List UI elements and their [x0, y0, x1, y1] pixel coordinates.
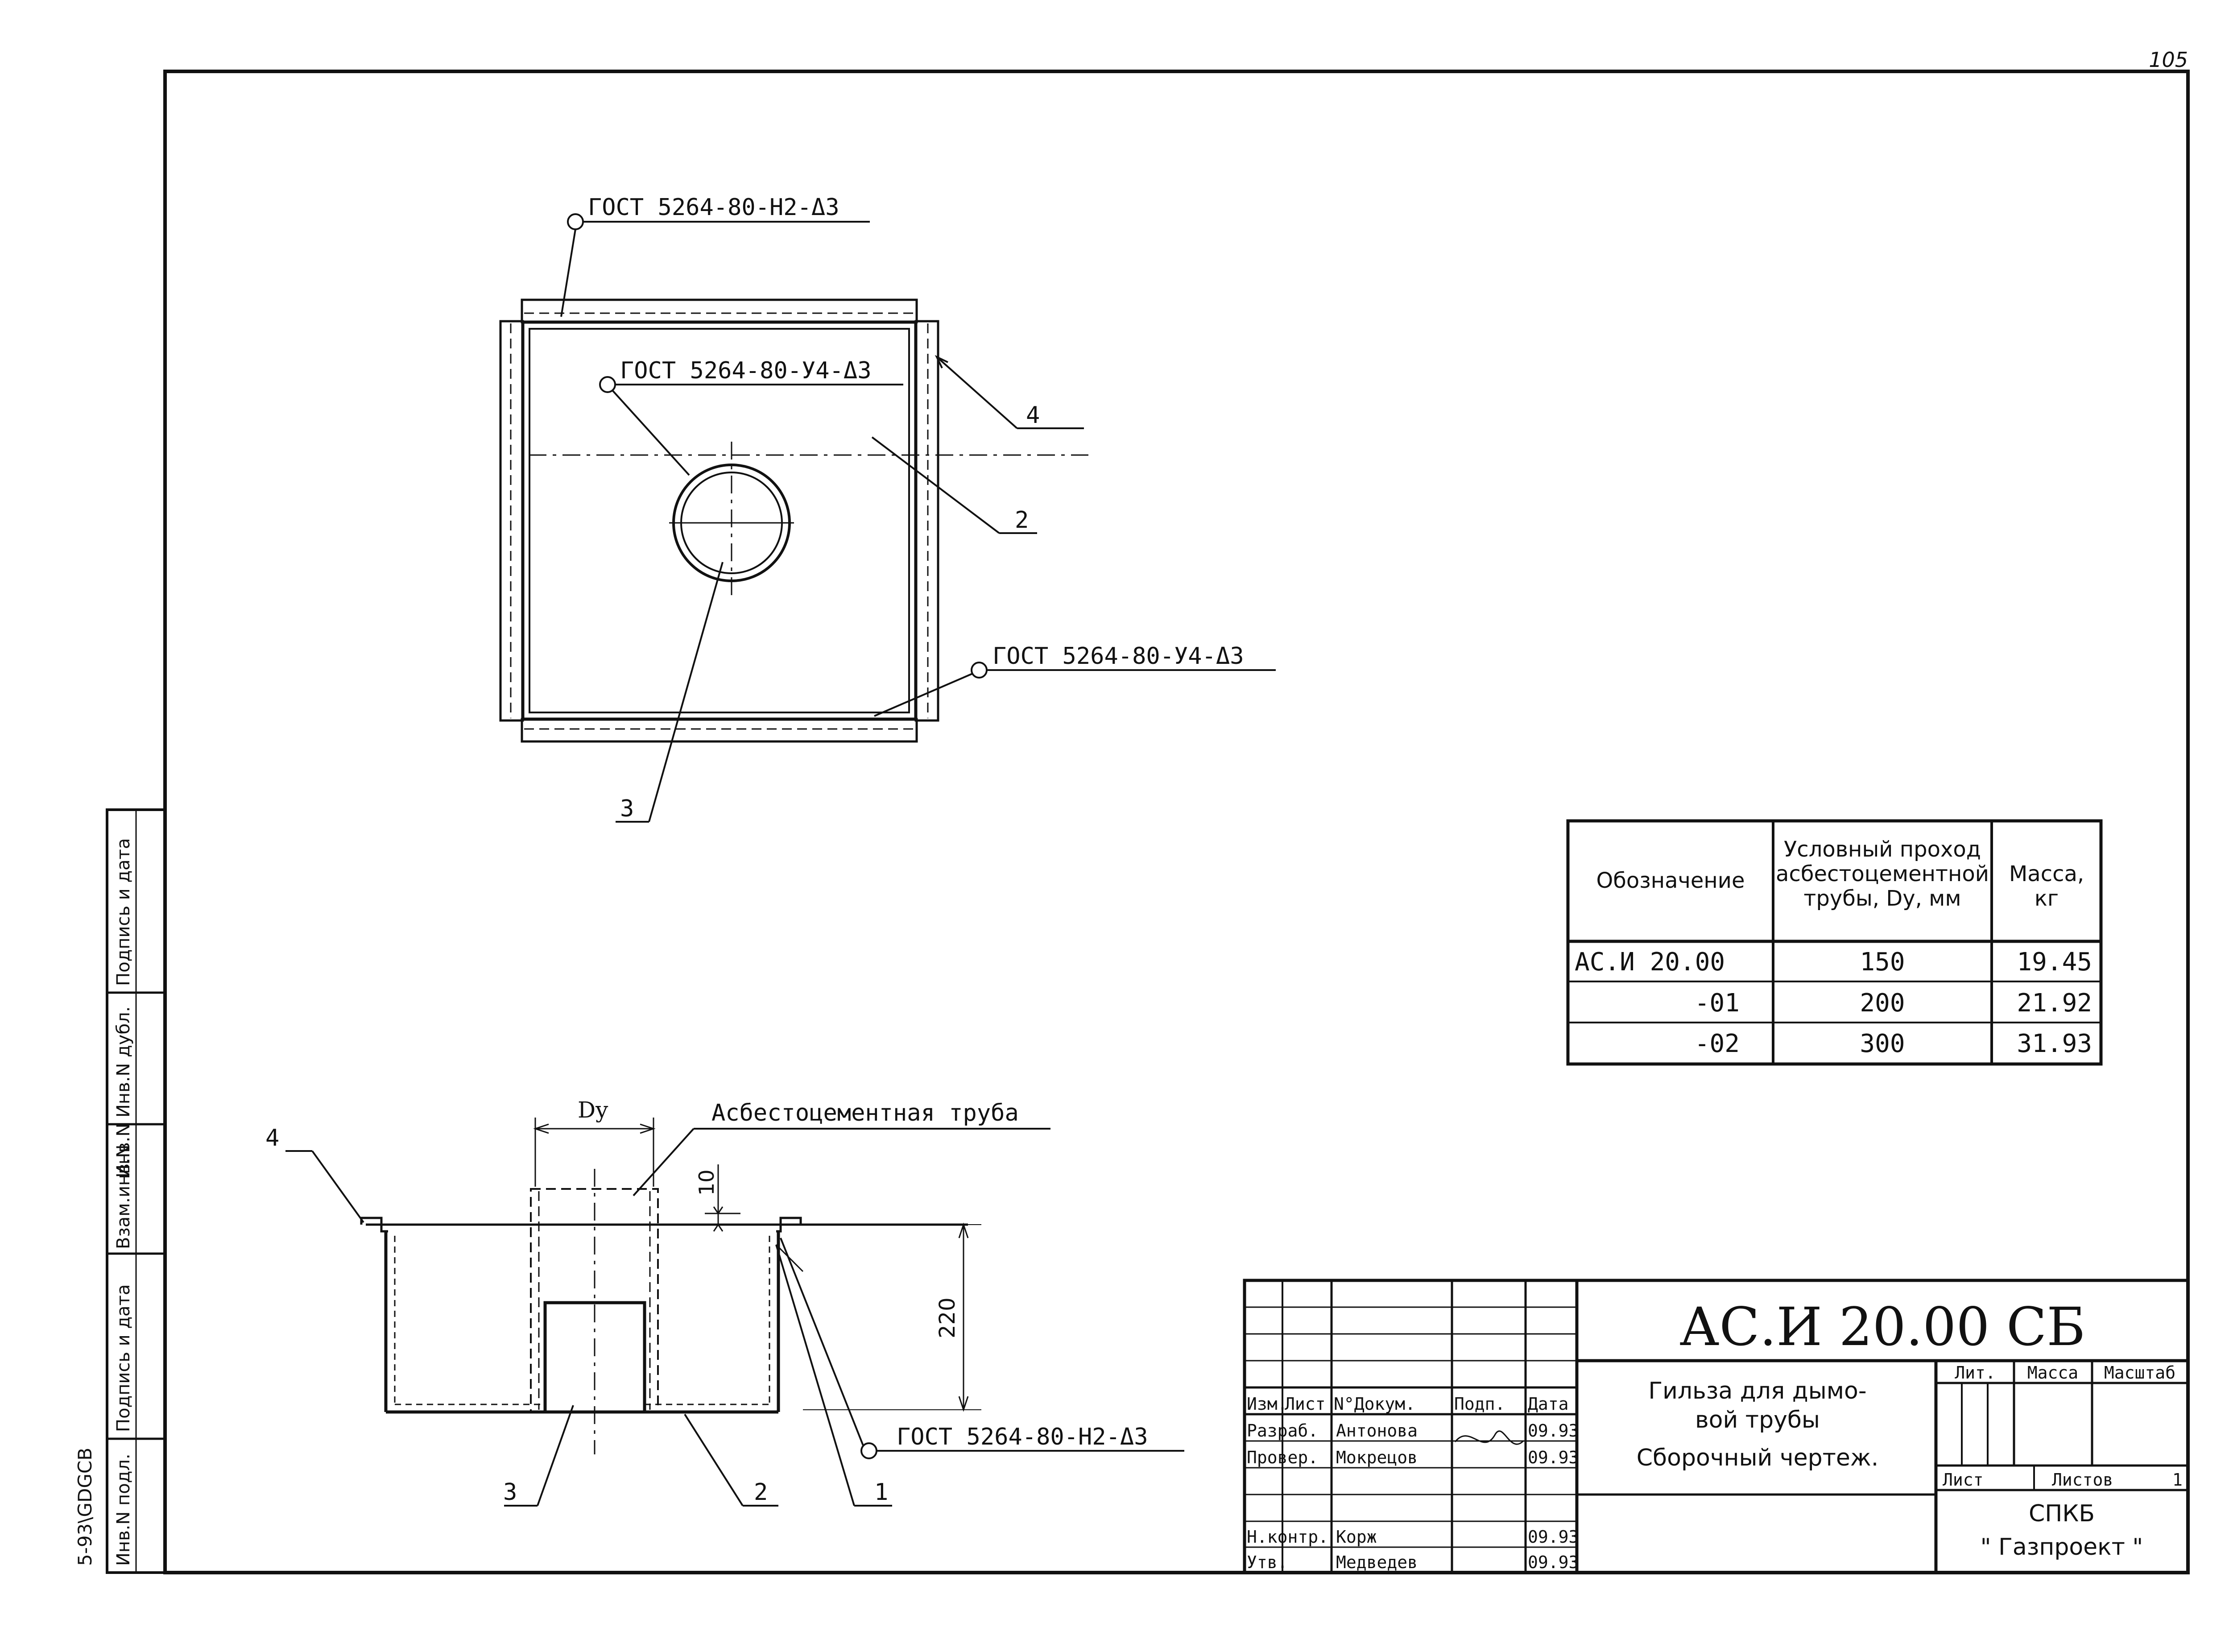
col-label-ndoc: N°Докум.	[1334, 1394, 1415, 1414]
plan-view	[499, 213, 1276, 823]
weld-note-top: ГОСТ 5264-80-Н2-Δ3	[588, 194, 839, 221]
table-header-nominal-3: трубы, Dy, мм	[1803, 886, 1961, 911]
stamp-inv-n: Инв.N	[113, 1123, 134, 1178]
date-utv: 09.93	[1528, 1553, 1579, 1572]
position-4-section: 4	[265, 1125, 279, 1151]
stamp-signature-date-2: Подпись и дата	[113, 1284, 134, 1432]
position-2-plan: 2	[1015, 507, 1029, 534]
position-1-section: 1	[874, 1479, 888, 1506]
mass-label: Масса	[2027, 1363, 2078, 1383]
table-row-mass: 31.93	[2017, 1029, 2092, 1058]
dim-220: 220	[935, 1297, 960, 1338]
position-2-section: 2	[754, 1479, 768, 1506]
position-4-plan: 4	[1026, 402, 1040, 429]
lit-label: Лит.	[1955, 1363, 1996, 1383]
table-row-nominal: 300	[1860, 1029, 1905, 1058]
organization-line-1: СПКБ	[2029, 1500, 2095, 1527]
sheets-value: 1	[2172, 1470, 2183, 1490]
title-line-3: Сборочный чертеж.	[1637, 1445, 1879, 1471]
table-row-designation: -01	[1695, 989, 1740, 1018]
section-view	[285, 1118, 1184, 1507]
title-line-2: вой трубы	[1695, 1407, 1820, 1433]
role-utv: Утв.	[1247, 1553, 1288, 1572]
table-header-nominal-2: асбестоцементной	[1776, 861, 1989, 886]
col-label-podp: Подп.	[1454, 1394, 1505, 1414]
table-header-mass-2: кг	[2035, 886, 2059, 911]
role-razrab: Разраб.	[1247, 1421, 1318, 1441]
side-stamp: Подпись и дата Инв.N дубл. Инв.N Взам.ин…	[74, 808, 166, 1574]
table-header-nominal-1: Условный проход	[1784, 837, 1981, 862]
stamp-inv-podl: Инв.N подл.	[113, 1453, 134, 1566]
date-razrab: 09.93	[1528, 1421, 1579, 1441]
table-row-mass: 21.92	[2017, 989, 2092, 1018]
sheet-label: Лист	[1943, 1470, 1984, 1490]
stamp-inv-dubl: Инв.N дубл.	[113, 1006, 134, 1118]
position-3-plan: 3	[620, 795, 634, 822]
table-row-nominal: 200	[1860, 989, 1905, 1018]
dim-dy: Dy	[578, 1097, 608, 1123]
table-header-designation: Обозначение	[1596, 868, 1745, 893]
table-header-mass-1: Масса,	[2009, 861, 2084, 886]
table-row-mass: 19.45	[2017, 948, 2092, 977]
date-prover: 09.93	[1528, 1448, 1579, 1467]
col-label-izm: Изм.	[1247, 1394, 1288, 1414]
role-nkontr: Н.контр.	[1247, 1527, 1328, 1547]
date-nkontr: 09.93	[1528, 1527, 1579, 1547]
variants-table	[1566, 819, 2103, 1066]
name-nkontr: Корж	[1336, 1527, 1377, 1547]
title-line-1: Гильза для дымо-	[1648, 1378, 1866, 1404]
archive-code: 5-93\GDGCB	[74, 1448, 96, 1566]
asbestos-pipe-label: Асбестоцементная труба	[711, 1100, 1019, 1126]
role-prover: Провер.	[1247, 1448, 1318, 1467]
position-3-section: 3	[503, 1479, 517, 1506]
table-row-designation: -02	[1695, 1029, 1740, 1058]
col-label-data: Дата	[1528, 1394, 1569, 1414]
document-code: АС.И 20.00 СБ	[1679, 1296, 2085, 1358]
table-row-designation: АС.И 20.00	[1575, 948, 1725, 977]
organization-line-2: " Газпроект "	[1981, 1534, 2143, 1561]
stamp-signature-date-1: Подпись и дата	[113, 838, 134, 986]
sheets-label: Листов	[2052, 1470, 2113, 1490]
name-utv: Медведев	[1336, 1553, 1418, 1572]
page-number: 105	[2149, 48, 2188, 72]
name-razrab: Антонова	[1336, 1421, 1418, 1441]
weld-note-center: ГОСТ 5264-80-У4-Δ3	[620, 357, 872, 384]
table-row-nominal: 150	[1860, 948, 1905, 977]
scale-label: Масштаб	[2104, 1363, 2175, 1383]
col-label-list: Лист	[1285, 1394, 1326, 1414]
title-block	[1243, 1279, 2190, 1574]
weld-note-section: ГОСТ 5264-80-Н2-Δ3	[897, 1424, 1148, 1450]
name-prover: Мокрецов	[1336, 1448, 1418, 1467]
stamp-vzam-inv: Взам.инв.N	[113, 1145, 134, 1249]
dim-10: 10	[695, 1169, 719, 1196]
weld-note-right: ГОСТ 5264-80-У4-Δ3	[993, 643, 1244, 670]
